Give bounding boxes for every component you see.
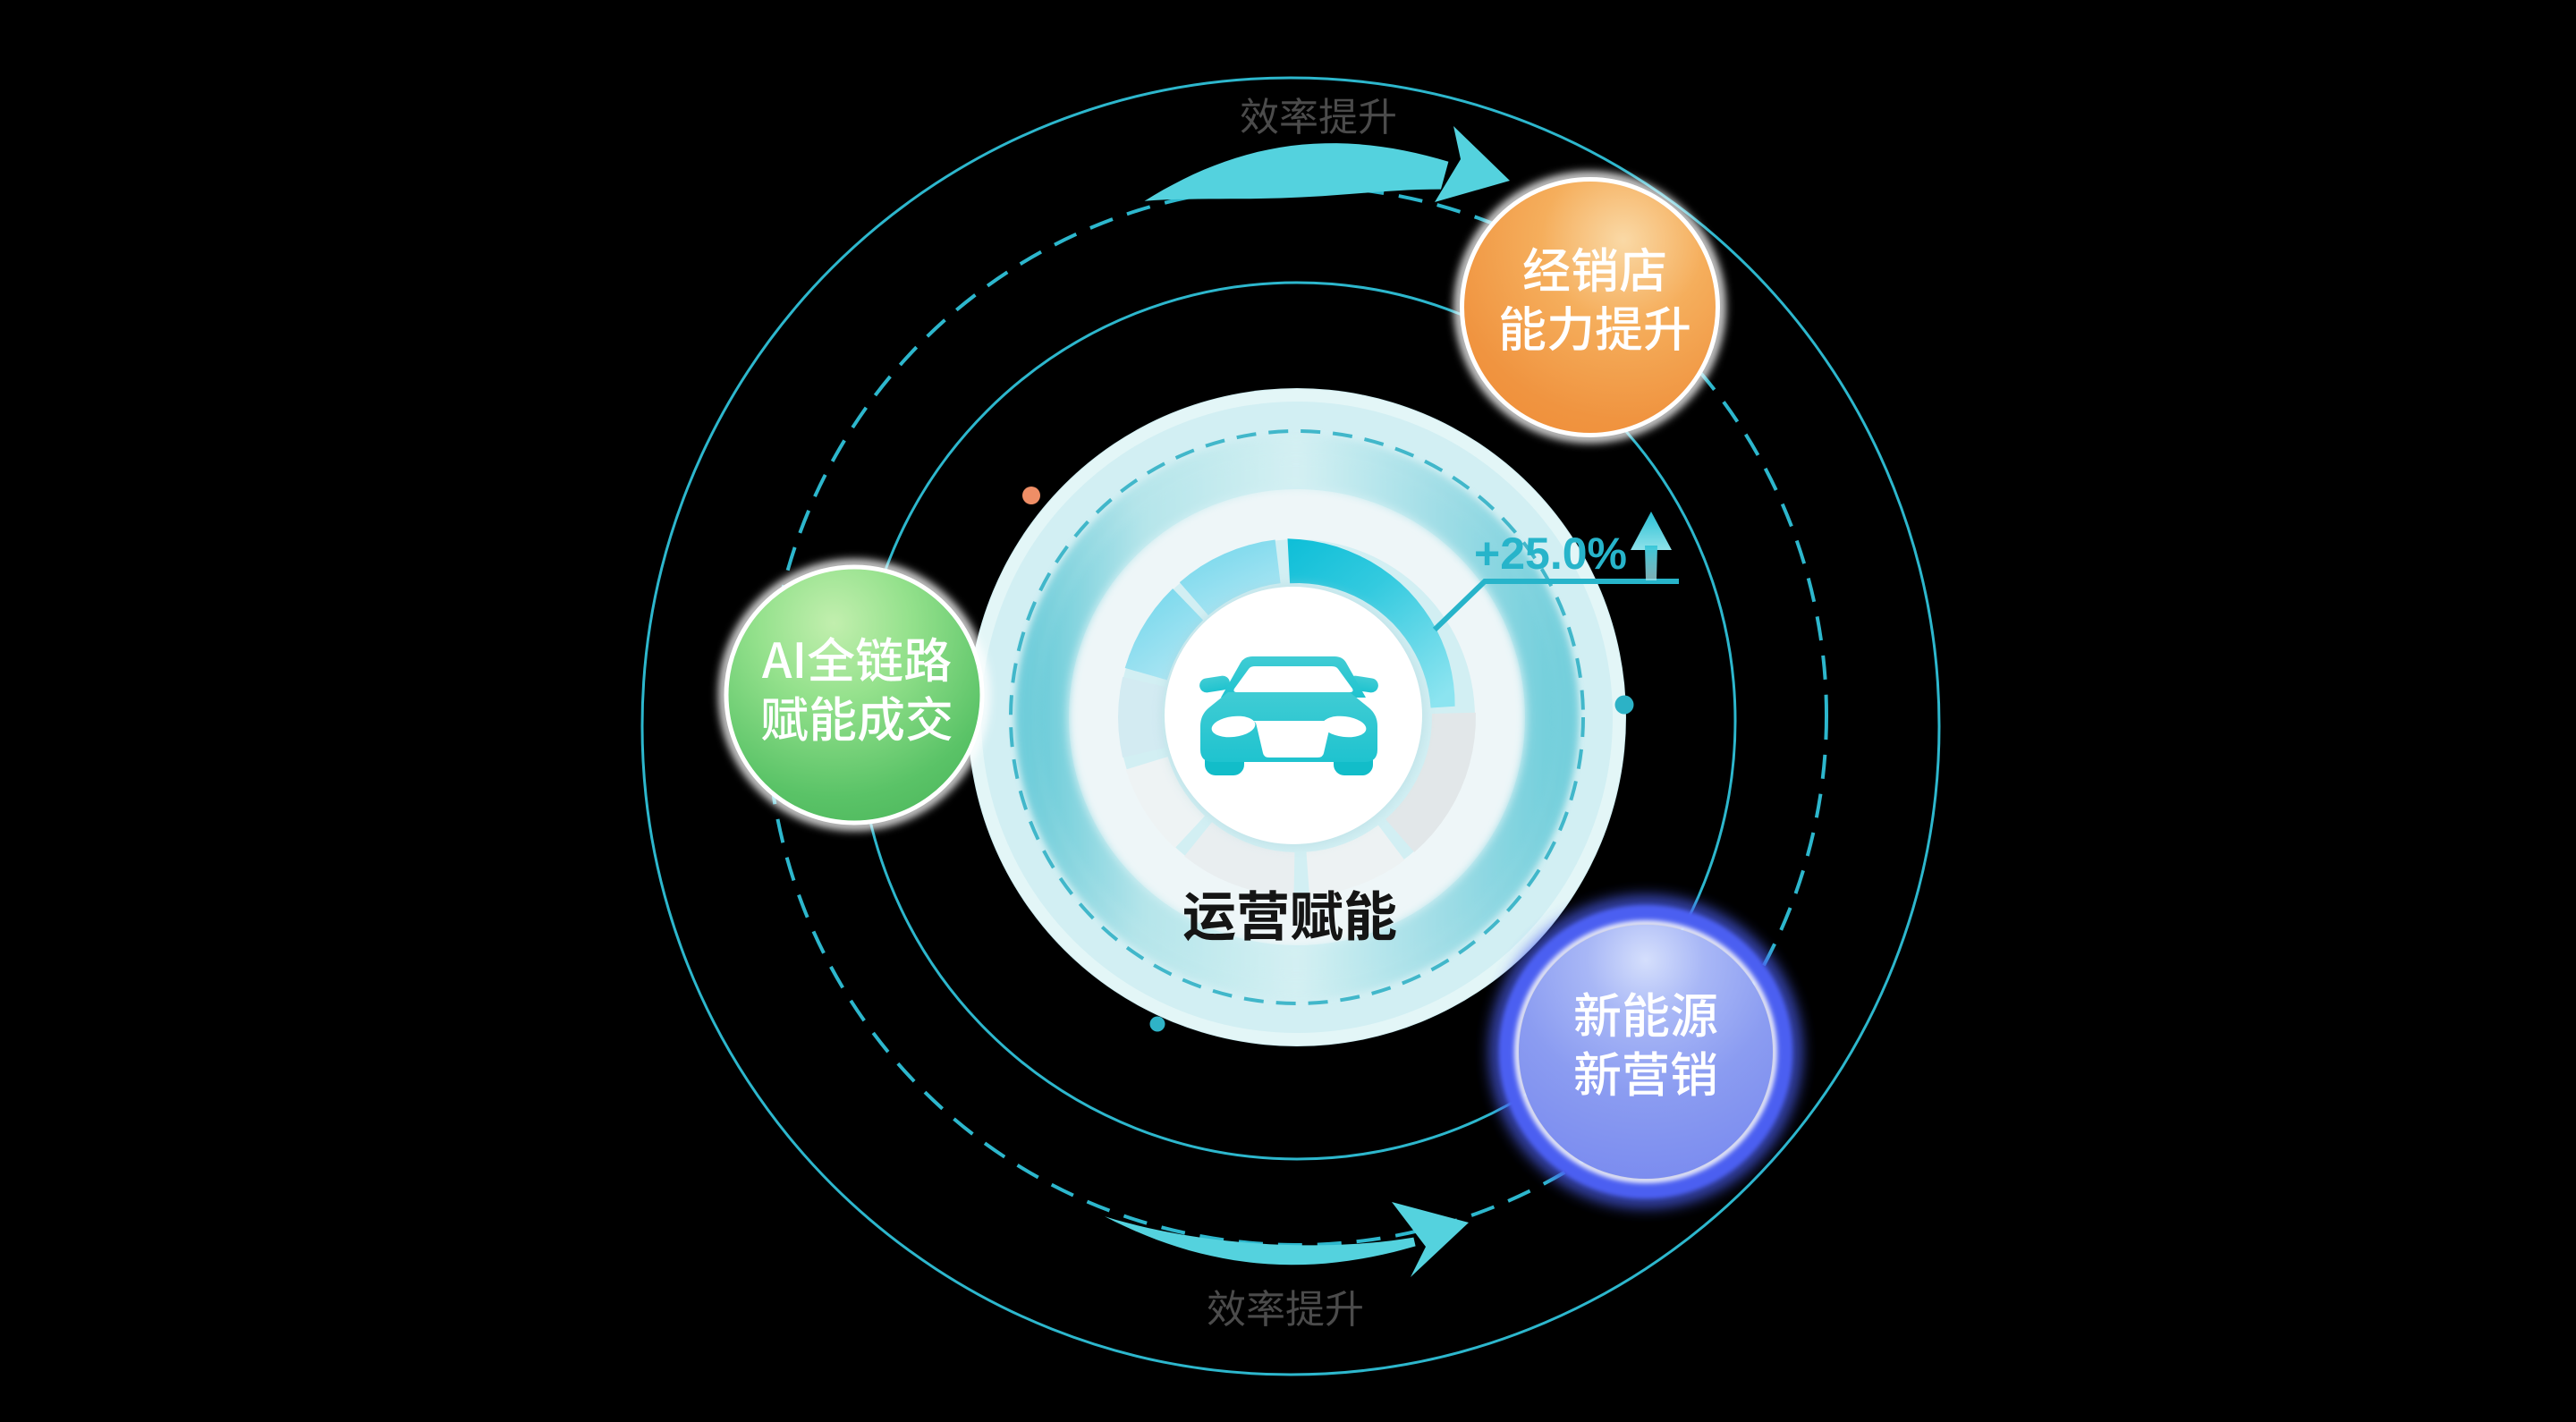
svg-text:+25.0%: +25.0%: [1474, 529, 1627, 579]
